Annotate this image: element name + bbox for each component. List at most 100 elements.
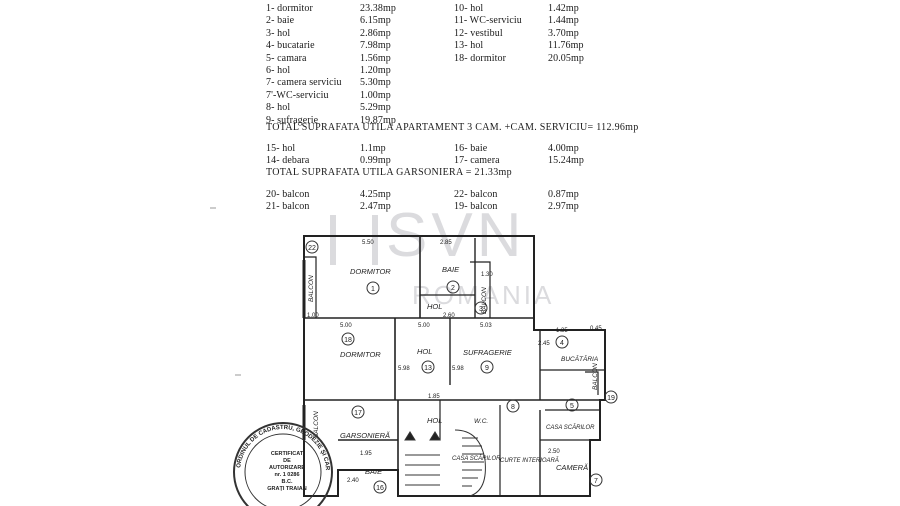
room-number-9: 9 xyxy=(485,365,489,372)
total-apartment: TOTAL SUPRAFATA UTILA APARTAMENT 3 CAM. … xyxy=(266,122,639,133)
room-area: 11.76mp xyxy=(548,40,584,52)
room-name: 21- balcon xyxy=(266,201,310,213)
room-name: 13- hol xyxy=(454,40,484,52)
room-name: 10- hol xyxy=(454,3,484,14)
room-area: 1.42mp xyxy=(548,3,579,14)
label-hol-top: HOL xyxy=(427,302,442,311)
label-garsoniera: GARSONIERĂ xyxy=(340,431,390,440)
label-curte-interioara: CURTE INTERIOARĂ xyxy=(500,457,559,464)
stamp-line: CERTIFICAT xyxy=(271,451,304,457)
label-dormitor-mid: DORMITOR xyxy=(340,350,381,359)
dim-195: 1.95 xyxy=(360,451,372,457)
room-name: 17- camera xyxy=(454,155,500,167)
room-number-2: 2 xyxy=(451,285,455,292)
dim-135: 1.35 xyxy=(556,328,568,334)
label-dormitor-top: DORMITOR xyxy=(350,267,391,276)
room-name: 15- hol xyxy=(266,143,296,154)
room-number-18: 18 xyxy=(344,337,352,344)
dim-185: 1.85 xyxy=(428,394,440,400)
room-name: 14- debara xyxy=(266,155,310,167)
room-number-1: 1 xyxy=(371,286,375,293)
label-balcon-21: BALCON xyxy=(313,411,320,438)
dim-mid-right: 5.03 xyxy=(480,323,492,329)
room-number-4: 4 xyxy=(560,340,564,347)
label-casa-scarilor-left: CASA SCĂRILOR xyxy=(452,455,501,462)
room-area: 0.87mp xyxy=(548,189,579,200)
label-baie-bottom: BAIE xyxy=(365,467,383,476)
dim-245: 2.45 xyxy=(538,341,550,347)
room-name: 7- camera serviciu xyxy=(266,77,342,89)
dim-vert-1: 5.98 xyxy=(398,366,410,372)
dim-130: 1.30 xyxy=(481,272,493,278)
room-area: 5.30mp xyxy=(360,77,391,89)
room-area: 5.29mp xyxy=(360,102,391,114)
room-area: 1.1mp xyxy=(360,143,386,154)
room-number-17: 17 xyxy=(354,410,362,417)
dim-mid-left: 5.00 xyxy=(340,323,352,329)
stamp-line: AUTORIZARE xyxy=(269,465,305,471)
room-area: 23.38mp xyxy=(360,3,396,14)
room-area: 1.44mp xyxy=(548,15,579,27)
dim-240: 2.40 xyxy=(347,478,359,484)
label-camera: CAMERĂ xyxy=(556,463,588,472)
dim-mid-hol: 5.00 xyxy=(418,323,430,329)
room-area: 15.24mp xyxy=(548,155,584,167)
room-name: 11- WC-serviciu xyxy=(454,15,522,27)
room-area: 7.98mp xyxy=(360,40,391,52)
label-hol-mid: HOL xyxy=(417,347,432,356)
room-name: 16- baie xyxy=(454,143,488,154)
label-bucataria: BUCĂTĂRIA xyxy=(561,354,598,363)
dim-vert-2: 5.98 xyxy=(452,366,464,372)
room-area: 1.56mp xyxy=(360,52,391,64)
room-name: 5- camara xyxy=(266,52,307,64)
room-area: 19.87mp xyxy=(360,114,396,126)
label-balcon-22: BALCON xyxy=(308,275,315,302)
room-number-16: 16 xyxy=(376,485,384,492)
room-number-22: 22 xyxy=(308,245,316,252)
label-balcon-19: BALCON xyxy=(592,363,599,390)
room-area: 0.99mp xyxy=(360,155,391,167)
room-name: 3- hol xyxy=(266,27,291,39)
room-name: 6- hol xyxy=(266,65,291,76)
room-area: 3.70mp xyxy=(548,27,579,39)
room-name: 22- balcon xyxy=(454,189,498,200)
stamp-line: B.C. xyxy=(282,479,293,485)
dim-top-left: 5.50 xyxy=(362,240,374,246)
room-number-3: 3 xyxy=(479,306,483,313)
label-baie-top: BAIE xyxy=(442,265,460,274)
stamp-ring-text: ORDINUL DE CADASTRU, GEODEZIE ȘI CARTOGR… xyxy=(0,0,330,471)
dim-250: 2.50 xyxy=(548,449,560,455)
room-number-19: 19 xyxy=(607,395,615,402)
room-number-5: 5 xyxy=(570,403,574,410)
dim-top-right: 2.85 xyxy=(440,240,452,246)
room-name: 8- hol xyxy=(266,102,291,114)
room-area: 1.00mp xyxy=(360,89,391,101)
room-area: 4.25mp xyxy=(360,189,391,200)
label-sufragerie: SUFRAGERIE xyxy=(463,348,513,357)
room-area: 1.20mp xyxy=(360,65,391,76)
room-area: 6.15mp xyxy=(360,15,391,27)
dim-hol-width: 2.60 xyxy=(443,313,455,319)
stamp-line: DE xyxy=(283,458,291,464)
label-wc: W.C. xyxy=(474,418,488,425)
room-name: 4- bucatarie xyxy=(266,40,315,52)
room-number-13: 13 xyxy=(424,365,432,372)
room-name: 20- balcon xyxy=(266,189,310,200)
room-name: 12- vestibul xyxy=(454,27,503,39)
room-area: 20.05mp xyxy=(548,52,584,64)
room-area: 2.97mp xyxy=(548,201,579,213)
room-area: 2.86mp xyxy=(360,27,391,39)
stamp-line: nr. 1 0286 xyxy=(274,472,299,478)
dim-100: 1.00 xyxy=(307,313,319,319)
official-stamp: ORDINUL DE CADASTRU, GEODEZIE ȘI CARTOGR… xyxy=(0,0,333,506)
room-number-8: 8 xyxy=(511,404,515,411)
room-area: 2.47mp xyxy=(360,201,391,213)
dim-045: 0.45 xyxy=(590,326,602,332)
room-name: 19- balcon xyxy=(454,201,498,213)
stamp-line: GRAȚI TRAIAN xyxy=(267,486,306,492)
room-name: 18- dormitor xyxy=(454,52,507,64)
room-name: 9- sufragerie xyxy=(266,114,319,126)
room-area: 4.00mp xyxy=(548,143,579,154)
